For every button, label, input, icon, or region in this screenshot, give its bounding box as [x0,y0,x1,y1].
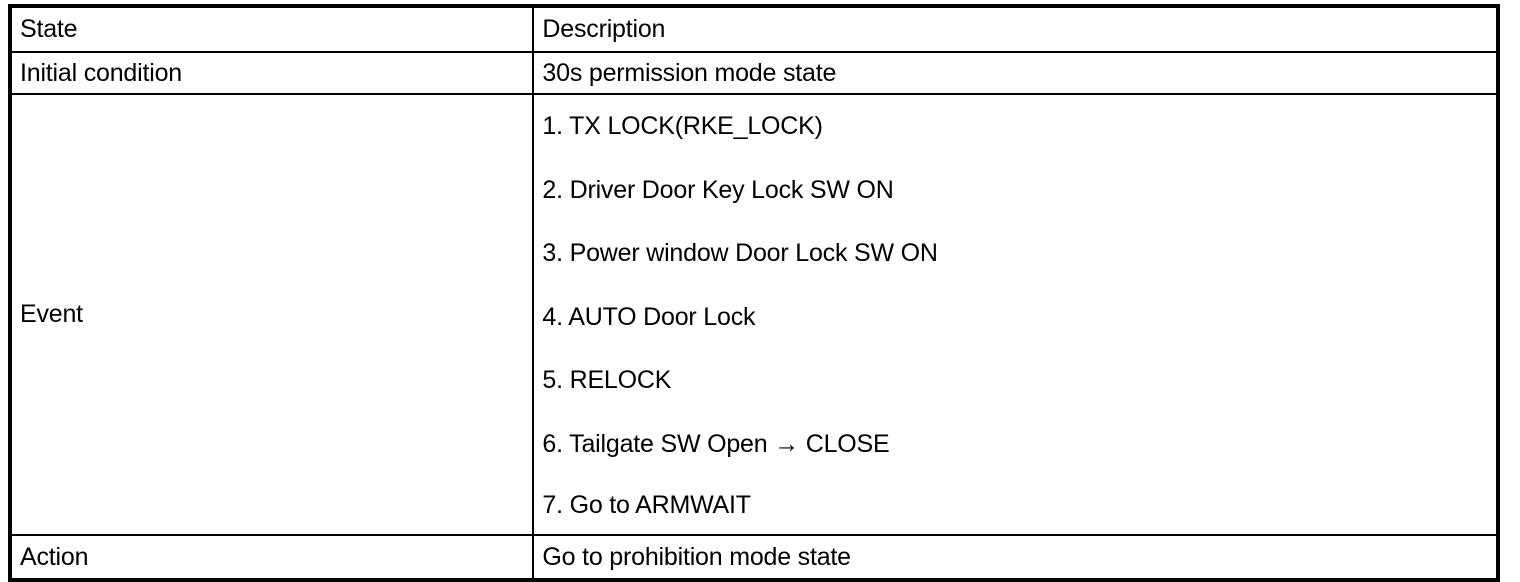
cell-description-initial-condition: 30s permission mode state [532,51,1499,95]
event-step-item: 6. Tailgate SW Open → CLOSE [542,429,890,458]
description-text-initial-condition: 30s permission mode state [542,58,837,87]
header-cell-description: Description [532,5,1499,53]
event-step-item: 5. RELOCK [542,366,672,395]
cell-description-event: 1. TX LOCK(RKE_LOCK) 2. Driver Door Key … [532,93,1499,536]
event-step-item: 2. Driver Door Key Lock SW ON [542,175,894,204]
event-step-item: 1. TX LOCK(RKE_LOCK) [542,112,823,141]
event-step-item: 4. AUTO Door Lock [542,302,756,331]
header-cell-state: State [8,5,535,53]
header-label-state: State [20,15,78,44]
cell-state-action: Action [8,534,535,581]
table-row-event: Event 1. TX LOCK(RKE_LOCK) 2. Driver Doo… [8,93,1499,536]
header-label-description: Description [542,15,666,44]
table-row-initial-condition: Initial condition 30s permission mode st… [8,51,1499,95]
cell-state-event: Event [8,93,535,536]
event-step-item: 7. Go to ARMWAIT [542,490,751,519]
document-page: State Description Initial condition 30s … [8,4,1500,582]
cell-state-initial-condition: Initial condition [8,51,535,95]
cell-description-action: Go to prohibition mode state [532,534,1499,581]
state-label-event: Event [20,300,83,329]
table-header-row: State Description [8,5,1499,53]
state-description-table: State Description Initial condition 30s … [8,4,1500,582]
description-text-action: Go to prohibition mode state [542,542,851,571]
table-row-action: Action Go to prohibition mode state [8,534,1499,581]
event-step-item: 3. Power window Door Lock SW ON [542,239,938,268]
event-step-list: 1. TX LOCK(RKE_LOCK) 2. Driver Door Key … [542,95,1496,534]
state-label-action: Action [20,542,89,571]
state-label-initial-condition: Initial condition [20,58,182,87]
